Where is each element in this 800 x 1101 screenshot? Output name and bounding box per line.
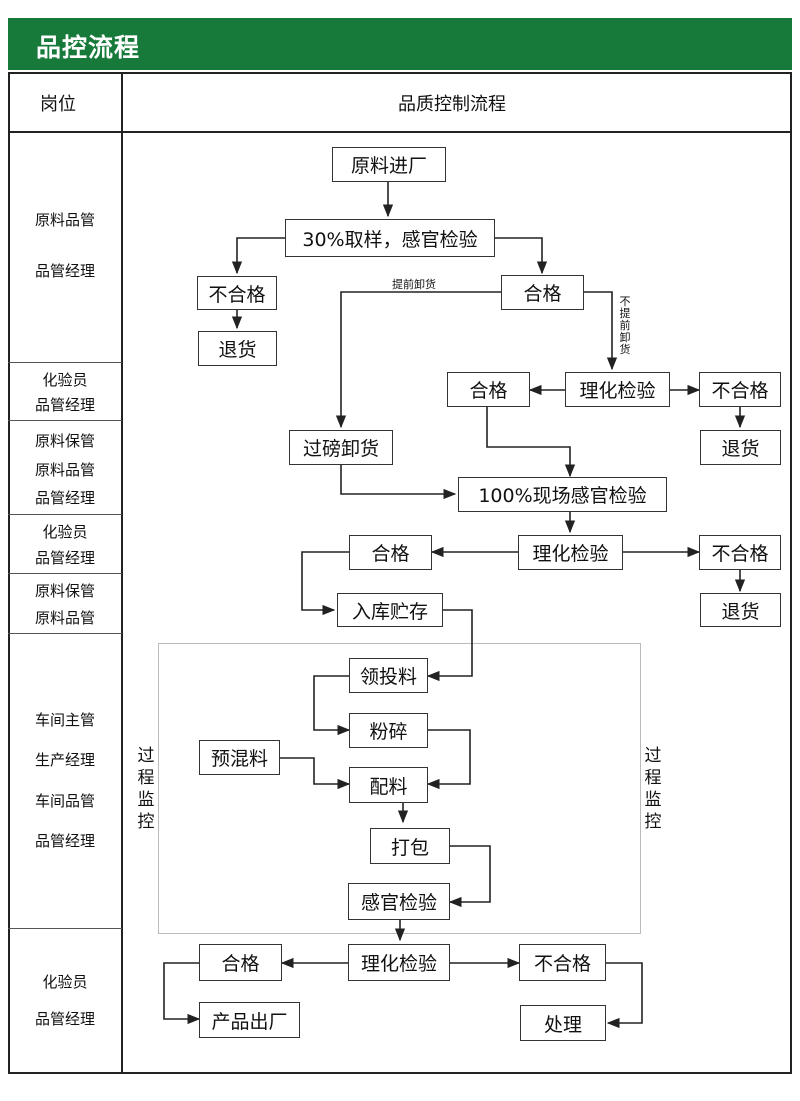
node-lab-test-2: 理化检验 (518, 535, 623, 570)
edge (280, 757, 351, 790)
edge (486, 407, 576, 478)
node-lab-test-3: 理化检验 (348, 944, 450, 981)
role-line: 品管经理 (34, 831, 95, 850)
node-weigh-unload: 过磅卸货 (289, 430, 393, 465)
role-cell-6: 车间主管 生产经理 车间品管 品管经理 (10, 690, 120, 870)
node-raw-material-in: 原料进厂 (332, 147, 446, 182)
edge (495, 237, 548, 275)
node-fail-2: 不合格 (699, 372, 781, 407)
edge (231, 237, 285, 275)
node-fail-1: 不合格 (197, 276, 277, 310)
role-row-divider (8, 420, 122, 421)
node-handle: 处理 (520, 1005, 606, 1041)
edge (163, 962, 201, 1025)
edge (426, 729, 471, 790)
edge-label-no-advance-unload: 不提前卸货 (619, 295, 631, 356)
header-row-divider (8, 131, 790, 133)
role-line: 原料保管 (34, 432, 95, 451)
edge (340, 465, 457, 500)
edge (335, 291, 501, 429)
edge (313, 675, 351, 736)
role-line: 原料品管 (34, 211, 95, 230)
role-line: 车间主管 (34, 711, 95, 730)
edge (301, 551, 349, 616)
flow-column-header: 品质控制流程 (398, 94, 506, 115)
role-row-divider (8, 573, 122, 574)
node-batching: 配料 (349, 767, 428, 803)
header-bar: 品控流程 (8, 18, 792, 70)
node-return-2: 退货 (700, 430, 781, 465)
role-line: 原料品管 (34, 608, 95, 627)
node-premix: 预混料 (199, 740, 280, 775)
node-pass-1: 合格 (501, 275, 584, 310)
node-packing: 打包 (370, 828, 450, 864)
role-line: 品管经理 (34, 1010, 95, 1028)
role-cell-1: 原料品管 品管经理 (10, 180, 120, 310)
role-line: 化验员 (42, 523, 88, 541)
role-line: 原料保管 (34, 582, 95, 601)
role-line: 品管经理 (34, 396, 95, 415)
node-storage: 入库贮存 (337, 593, 443, 627)
edge (606, 962, 643, 1029)
edge (448, 845, 491, 908)
node-pass-2: 合格 (447, 372, 530, 407)
role-column-header: 岗位 (40, 94, 76, 115)
role-cell-4: 化验员 品管经理 (10, 516, 120, 573)
edge-label-advance-unload: 提前卸货 (392, 278, 436, 291)
edge (584, 291, 618, 371)
page-title: 品控流程 (36, 33, 141, 62)
role-cell-2: 化验员 品管经理 (10, 364, 120, 420)
role-line: 品管经理 (34, 488, 95, 507)
role-line: 品管经理 (34, 261, 95, 280)
role-row-divider (8, 362, 122, 363)
role-cell-5: 原料保管 原料品管 (10, 575, 120, 633)
edge (426, 609, 473, 682)
role-line: 品管经理 (34, 549, 95, 567)
node-pass-3: 合格 (349, 535, 432, 570)
node-draw-materials: 领投料 (349, 658, 428, 693)
role-line: 化验员 (42, 973, 88, 991)
process-monitor-label-right: 过程监控 (644, 746, 662, 832)
node-crushing: 粉碎 (349, 713, 428, 748)
node-sampling-sensory: 30%取样，感官检验 (285, 219, 495, 257)
node-pass-4: 合格 (199, 944, 282, 981)
role-line: 生产经理 (34, 751, 95, 770)
process-monitor-label-left: 过程监控 (137, 746, 155, 832)
node-return-1: 退货 (198, 331, 277, 366)
node-sensory-check: 感官检验 (348, 883, 450, 920)
column-divider (121, 72, 123, 1072)
role-line: 原料品管 (34, 460, 95, 479)
node-onsite-sensory: 100%现场感官检验 (458, 477, 667, 512)
node-product-ship: 产品出厂 (199, 1002, 300, 1038)
role-line: 车间品管 (34, 791, 95, 810)
role-cell-7: 化验员 品管经理 (10, 955, 120, 1045)
node-fail-4: 不合格 (519, 944, 606, 981)
node-fail-3: 不合格 (699, 535, 781, 570)
node-return-3: 退货 (700, 593, 781, 627)
node-lab-test-1: 理化检验 (565, 372, 670, 407)
role-cell-3: 原料保管 原料品管 品管经理 (10, 423, 120, 515)
role-line: 化验员 (42, 370, 88, 389)
role-row-divider (8, 633, 122, 634)
role-row-divider (8, 514, 122, 515)
role-row-divider (8, 928, 122, 929)
